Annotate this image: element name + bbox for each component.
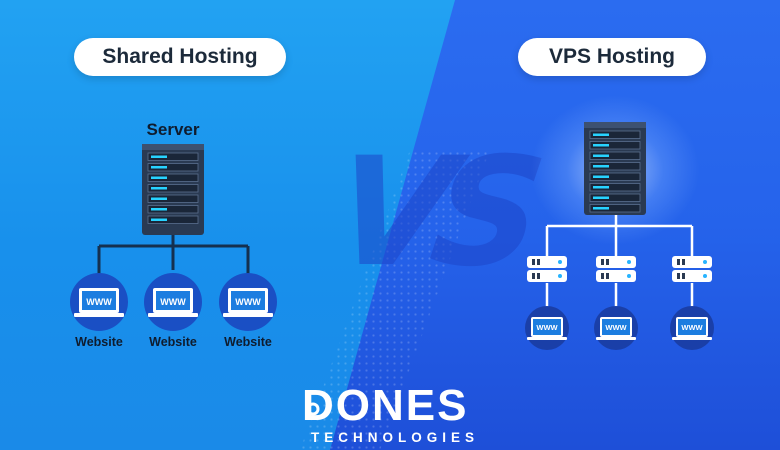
- server-slot-led: [593, 144, 609, 147]
- shared-hosting-title-text: Shared Hosting: [102, 45, 258, 68]
- website-icon: WWW: [525, 306, 569, 350]
- server-slot: [147, 205, 199, 214]
- www-text: WWW: [605, 323, 627, 332]
- www-text: WWW: [86, 297, 112, 307]
- server-slot: [589, 204, 641, 213]
- server-slot: [147, 173, 199, 182]
- server-slot-led: [151, 187, 167, 190]
- server-slot-led: [593, 133, 609, 136]
- shared-server-icon: [142, 144, 204, 235]
- server-slot: [589, 193, 641, 202]
- server-slot-led: [593, 154, 609, 157]
- shared-hosting-title: Shared Hosting: [74, 38, 286, 76]
- website-icon: WWW: [144, 273, 202, 331]
- vps-hosting-title-text: VPS Hosting: [548, 45, 675, 68]
- server-slot-led: [151, 166, 167, 169]
- brand-name: DONES: [302, 381, 469, 430]
- brand-logo-mark-icon: [306, 402, 320, 416]
- website-icon: WWW: [670, 306, 714, 350]
- server-slot-led: [593, 207, 609, 210]
- server-slot: [147, 152, 199, 161]
- www-text: WWW: [681, 323, 703, 332]
- virtual-server-unit: [672, 256, 712, 282]
- www-text: WWW: [235, 297, 261, 307]
- brand-tagline: TECHNOLOGIES: [310, 430, 479, 445]
- virtual-server-unit: [596, 256, 636, 282]
- server-slot: [589, 151, 641, 160]
- shared-connection-lines: [97, 232, 250, 276]
- virtual-server-unit: [527, 256, 567, 282]
- server-slot: [589, 130, 641, 139]
- server-slot-led: [593, 186, 609, 189]
- server-slot: [589, 162, 641, 171]
- server-slot: [147, 184, 199, 193]
- server-slot: [589, 183, 641, 192]
- server-slot-led: [151, 176, 167, 179]
- server-slot: [147, 163, 199, 172]
- www-text: WWW: [536, 323, 558, 332]
- server-slot-led: [593, 165, 609, 168]
- website-icon: WWW: [594, 306, 638, 350]
- server-slot-led: [151, 197, 167, 200]
- server-label: Server: [146, 120, 200, 139]
- vps-server-icon: [584, 122, 646, 215]
- vps-hosting-title: VPS Hosting: [518, 38, 706, 76]
- server-slot-led: [151, 208, 167, 211]
- server-slot-led: [593, 196, 609, 199]
- website-icon: WWW: [219, 273, 277, 331]
- server-slot: [589, 172, 641, 181]
- website-icon: WWW: [70, 273, 128, 331]
- server-slot-led: [151, 218, 167, 221]
- server-slot: [147, 194, 199, 203]
- server-slot-led: [151, 155, 167, 158]
- server-slot: [589, 141, 641, 150]
- website-label: Website: [75, 335, 123, 349]
- website-label: Website: [224, 335, 272, 349]
- website-label: Website: [149, 335, 197, 349]
- www-text: WWW: [160, 297, 186, 307]
- server-slot: [147, 215, 199, 224]
- server-slot-led: [593, 175, 609, 178]
